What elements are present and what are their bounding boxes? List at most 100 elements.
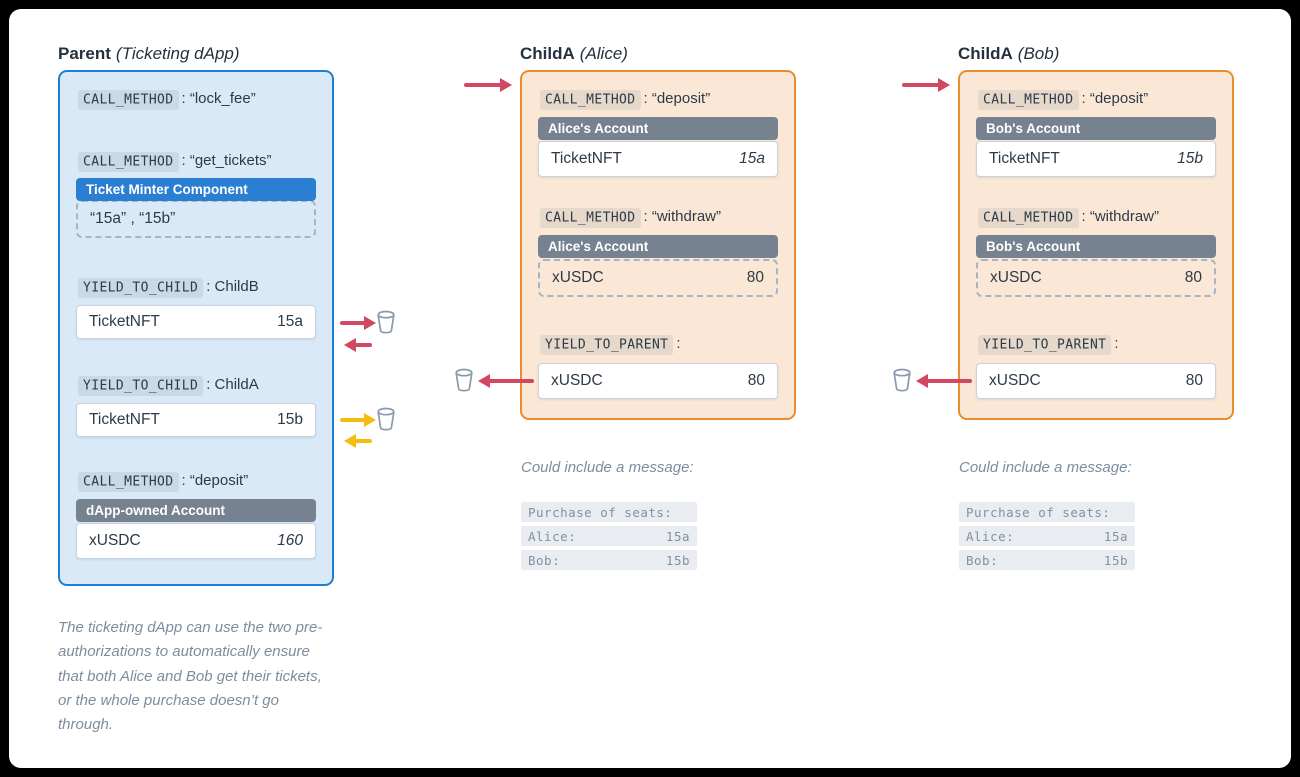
resource-amount: 15a	[277, 313, 303, 330]
call-method-keyword: CALL_METHOD	[540, 207, 641, 228]
resource-name: TicketNFT	[551, 150, 622, 167]
resource-amount: 15b	[277, 411, 303, 428]
call-method-keyword: CALL_METHOD	[978, 89, 1079, 110]
alice-message-table: Purchase of seats: Alice: 15a Bob: 15b	[521, 502, 697, 574]
arrow-left-yellow-icon	[344, 434, 372, 453]
parent-manifest-panel: CALL_METHOD: “lock_fee” CALL_METHOD: “ge…	[58, 70, 334, 586]
bob-message-caption: Could include a message:	[959, 459, 1132, 476]
bucket-ticketnft-15b: TicketNFT 15b	[76, 403, 316, 437]
bob-account-badge: Bob's Account	[976, 235, 1216, 258]
instruction-yield-to-parent: YIELD_TO_PARENT:	[978, 334, 1119, 355]
call-method-keyword: CALL_METHOD	[978, 207, 1079, 228]
instruction-lock-fee: CALL_METHOD: “lock_fee”	[78, 89, 256, 110]
resource-amount: 80	[747, 372, 765, 389]
resource-name: xUSDC	[990, 269, 1042, 286]
resource-amount: 80	[1184, 269, 1202, 286]
message-value: 15b	[1103, 552, 1128, 568]
bucket-xusdc-80-expected: xUSDC 80	[976, 259, 1216, 297]
instruction-withdraw: CALL_METHOD: “withdraw”	[540, 207, 722, 228]
instruction-deposit: CALL_METHOD: “deposit”	[540, 89, 711, 110]
bucket-icon	[376, 310, 396, 339]
call-method-keyword: CALL_METHOD	[78, 471, 179, 492]
instruction-value: : “withdraw”	[643, 208, 722, 225]
parent-caption: The ticketing dApp can use the two pre-a…	[58, 619, 323, 734]
bucket-xusdc-80: xUSDC 80	[976, 363, 1216, 399]
message-row: Bob: 15b	[521, 550, 697, 570]
parent-title: Parent(Ticketing dApp)	[58, 44, 240, 64]
message-row: Purchase of seats:	[959, 502, 1135, 522]
call-method-keyword: CALL_METHOD	[540, 89, 641, 110]
bob-title-subtitle: (Bob)	[1017, 44, 1060, 63]
message-label: Bob:	[528, 552, 561, 568]
bob-manifest-panel: CALL_METHOD: “deposit” Bob's Account Tic…	[958, 70, 1234, 420]
ticket-minter-component-badge: Ticket Minter Component	[76, 178, 316, 201]
dapp-owned-account-badge: dApp-owned Account	[76, 499, 316, 522]
resource-amount: 80	[1185, 372, 1203, 389]
instruction-yield-to-childb: YIELD_TO_CHILD: ChildB	[78, 277, 259, 298]
instruction-yield-to-childa: YIELD_TO_CHILD: ChildA	[78, 375, 259, 396]
alice-title: ChildA(Alice)	[520, 44, 628, 64]
bucket-icon	[454, 368, 474, 397]
instruction-value: : “withdraw”	[1081, 208, 1160, 225]
resource-name: xUSDC	[552, 269, 604, 286]
message-label: Bob:	[966, 552, 999, 568]
yield-to-parent-keyword: YIELD_TO_PARENT	[978, 334, 1112, 355]
minter-return-box: “15a” , “15b”	[76, 200, 316, 238]
arrow-left-red-icon	[478, 374, 534, 393]
instruction-value: : ChildB	[206, 278, 259, 295]
message-label: Purchase of seats:	[528, 504, 673, 520]
bucket-xusdc-80: xUSDC 80	[538, 363, 778, 399]
resource-amount: 15a	[739, 150, 765, 167]
alice-manifest-panel: CALL_METHOD: “deposit” Alice's Account T…	[520, 70, 796, 420]
bucket-ticketnft-15b: TicketNFT 15b	[976, 141, 1216, 177]
resource-amount: 15b	[1177, 150, 1203, 167]
message-value: 15a	[665, 528, 690, 544]
call-method-keyword: CALL_METHOD	[78, 151, 179, 172]
arrow-right-yellow-icon	[340, 413, 376, 432]
message-row: Alice: 15a	[521, 526, 697, 546]
resource-name: TicketNFT	[89, 313, 160, 330]
alice-title-subtitle: (Alice)	[579, 44, 628, 63]
message-label: Alice:	[528, 528, 577, 544]
parent-title-name: Parent	[58, 44, 111, 63]
message-label: Alice:	[966, 528, 1015, 544]
instruction-get-tickets: CALL_METHOD: “get_tickets”	[78, 151, 272, 172]
bucket-ticketnft-15a: TicketNFT 15a	[76, 305, 316, 339]
bob-title: ChildA(Bob)	[958, 44, 1059, 64]
bucket-xusdc-160: xUSDC 160	[76, 523, 316, 559]
resource-name: xUSDC	[989, 372, 1041, 389]
instruction-deposit: CALL_METHOD: “deposit”	[978, 89, 1149, 110]
instruction-yield-to-parent: YIELD_TO_PARENT:	[540, 334, 681, 355]
resource-amount: 160	[277, 532, 303, 549]
alice-message-caption: Could include a message:	[521, 459, 694, 476]
instruction-value: : “deposit”	[1081, 90, 1149, 107]
message-row: Bob: 15b	[959, 550, 1135, 570]
resource-amount: 80	[746, 269, 764, 286]
bucket-icon	[892, 368, 912, 397]
yield-to-child-keyword: YIELD_TO_CHILD	[78, 375, 204, 396]
instruction-value: : “deposit”	[643, 90, 711, 107]
message-value: 15a	[1103, 528, 1128, 544]
resource-name: TicketNFT	[89, 411, 160, 428]
arrow-left-red-icon	[344, 338, 372, 357]
instruction-value: : “deposit”	[181, 472, 249, 489]
call-method-keyword: CALL_METHOD	[78, 89, 179, 110]
resource-name: TicketNFT	[989, 150, 1060, 167]
instruction-deposit: CALL_METHOD: “deposit”	[78, 471, 249, 492]
arrow-left-red-icon	[916, 374, 972, 393]
bucket-icon	[376, 407, 396, 436]
alice-title-name: ChildA	[520, 44, 575, 63]
instruction-value: :	[676, 335, 681, 352]
arrow-right-red-icon	[464, 78, 512, 97]
yield-to-child-keyword: YIELD_TO_CHILD	[78, 277, 204, 298]
bob-title-name: ChildA	[958, 44, 1013, 63]
yield-to-parent-keyword: YIELD_TO_PARENT	[540, 334, 674, 355]
bucket-xusdc-80-expected: xUSDC 80	[538, 259, 778, 297]
minter-return-values: “15a” , “15b”	[90, 210, 176, 227]
instruction-value: : ChildA	[206, 376, 259, 393]
instruction-value: : “get_tickets”	[181, 152, 272, 169]
arrow-right-red-icon	[902, 78, 950, 97]
resource-name: xUSDC	[89, 532, 141, 549]
message-row: Alice: 15a	[959, 526, 1135, 546]
